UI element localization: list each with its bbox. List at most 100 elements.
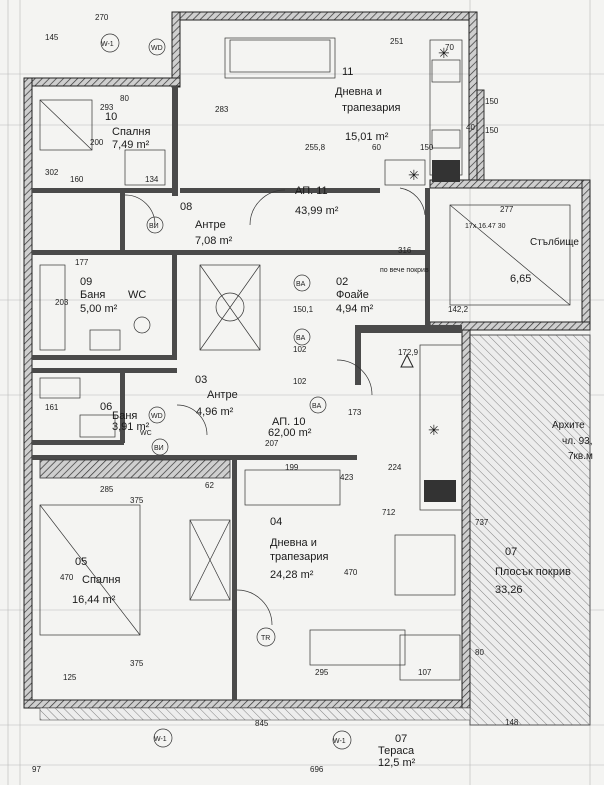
room-02-num: 02 (336, 276, 348, 288)
tag-tr: TR (261, 635, 270, 642)
dim-107: 107 (418, 668, 432, 677)
room-06-num: 06 (100, 401, 112, 413)
dim-150a: 150 (420, 143, 434, 152)
dim-316: 316 (398, 246, 412, 255)
dim-470a: 470 (60, 573, 74, 582)
room-08-num: 08 (180, 201, 192, 213)
room-09-wc: WC (128, 289, 146, 301)
roof-name: Плосък покрив (495, 566, 571, 578)
dim-251: 251 (390, 37, 404, 46)
room-04-area: 24,28 m² (270, 569, 314, 581)
dim-150c: 150 (485, 126, 499, 135)
apt-10-num: АП. 10 (272, 416, 305, 428)
stove2-icon (424, 480, 456, 502)
star-icon-3: ✳ (438, 45, 450, 61)
arch-note-1: Архите (552, 420, 585, 431)
tag-va-1: BA (296, 281, 306, 288)
dim-295: 295 (315, 668, 329, 677)
room-11-num: 11 (342, 66, 353, 78)
roof-area: 33,26 (495, 584, 523, 596)
room-04-num: 04 (270, 516, 282, 528)
room-10-name: Спалня (112, 126, 151, 138)
room-11-name2: трапезария (342, 102, 401, 114)
dim-145: 145 (45, 33, 59, 42)
stove-icon (432, 160, 460, 182)
dim-293: 293 (100, 103, 114, 112)
room-09-name: Баня (80, 289, 105, 301)
dim-1729: 172,9 (398, 348, 419, 357)
room-02-name: Фоайе (336, 289, 369, 301)
dim-2558: 255,8 (305, 143, 326, 152)
dim-199: 199 (285, 463, 299, 472)
dim-148: 148 (505, 718, 519, 727)
room-11-name1: Дневна и (335, 86, 382, 98)
room-03-num: 03 (195, 374, 207, 386)
room-07-num: 07 (395, 733, 407, 745)
dim-270: 270 (95, 13, 109, 22)
dim-696: 696 (310, 765, 324, 774)
arch-note-3: 7кв.м (568, 451, 593, 462)
dim-737: 737 (475, 518, 489, 527)
room-06-name: Баня (112, 410, 137, 422)
furniture (39, 37, 571, 721)
tag-wd-1: WD (151, 45, 163, 52)
dim-40: 40 (466, 123, 475, 132)
roof-num: 07 (505, 546, 517, 558)
dim-150b: 150 (485, 97, 499, 106)
inner-walls (32, 86, 462, 700)
outer-walls (23, 11, 591, 709)
dim-375a: 375 (130, 496, 144, 505)
dim-62: 62 (205, 481, 214, 490)
apt-11-num: АП. 11 (295, 185, 328, 197)
tag-w1-bottom-right: W-1 (333, 738, 346, 745)
tag-va-2: BA (296, 335, 306, 342)
tag-w1-bottom-left: W-1 (154, 736, 167, 743)
dim-283: 283 (215, 105, 229, 114)
arch-note-2: чл. 93, (562, 436, 593, 447)
room-06-area: 3,91 m² (112, 421, 150, 433)
dim-200: 200 (90, 138, 104, 147)
dim-173: 173 (348, 408, 362, 417)
dim-423: 423 (340, 473, 354, 482)
dim-80b: 80 (475, 648, 484, 657)
room-08-area: 7,08 m² (195, 235, 233, 247)
stair-area: 6,65 (510, 273, 531, 285)
wardrobe-hatch (39, 459, 231, 479)
room-11-area: 15,01 m² (345, 131, 389, 143)
warning-triangle-icon (400, 353, 414, 368)
dim-97: 97 (32, 765, 41, 774)
dim-160: 160 (70, 175, 84, 184)
tags: W-1 WD BИ BA BA BA BИ WD WC TR W-1 W-1 (100, 33, 352, 750)
dim-80a: 80 (120, 94, 129, 103)
tag-vi-1: BИ (149, 223, 159, 230)
apt-11-area: 43,99 m² (295, 205, 339, 217)
room-07-area: 12,5 m² (378, 757, 416, 769)
dim-177: 177 (75, 258, 89, 267)
room-09-area: 5,00 m² (80, 303, 118, 315)
dim-285: 285 (100, 485, 114, 494)
tag-wc-2: WC (140, 430, 152, 437)
roof-note: по вече покрив (380, 267, 429, 274)
room-05-area: 16,44 m² (72, 594, 116, 606)
dim-161: 161 (45, 403, 59, 412)
room-05-name: Спалня (82, 574, 121, 586)
dim-70: 70 (445, 43, 454, 52)
flat-roof-area (469, 334, 591, 726)
star-icon-2: ✳ (428, 422, 440, 438)
tag-w1-top: W-1 (101, 41, 114, 48)
room-10-num: 10 (105, 111, 117, 123)
dim-277: 277 (500, 205, 514, 214)
dim-1422: 142,2 (448, 305, 469, 314)
dim-102a: 102 (293, 345, 307, 354)
terrace-strip (39, 707, 471, 721)
tag-vi-2: BИ (154, 445, 164, 452)
dim-203: 203 (55, 298, 69, 307)
room-05-num: 05 (75, 556, 87, 568)
dim-102b: 102 (293, 377, 307, 386)
dim-470b: 470 (344, 568, 358, 577)
room-labels: 10 Спалня 7,49 m² 11 Дневна и трапезария… (72, 66, 593, 769)
room-04-name2: трапезария (270, 551, 329, 563)
tag-va-3: BA (312, 403, 322, 410)
apt-10-area: 62,00 m² (268, 427, 312, 439)
